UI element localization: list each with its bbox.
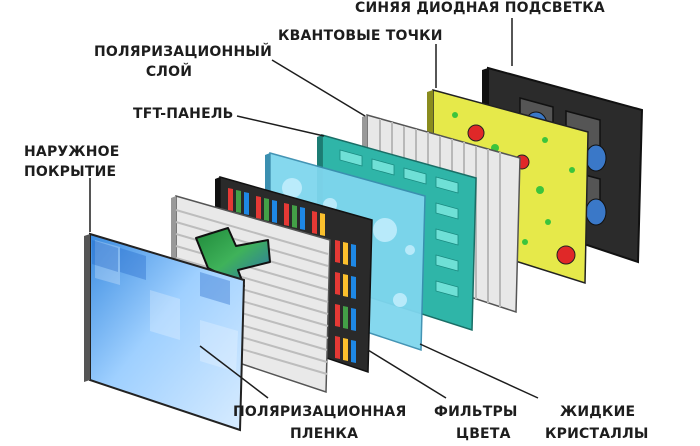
label-liquid-crystals-2: КРИСТАЛЛЫ — [545, 426, 649, 442]
label-blue-backlight: СИНЯЯ ДИОДНАЯ ПОДСВЕТКА — [355, 0, 605, 16]
label-liquid-crystals-1: ЖИДКИЕ — [560, 404, 636, 420]
leader-lines — [89, 18, 539, 399]
label-outer-coating-2: ПОКРЫТИЕ — [24, 164, 117, 180]
label-quantum-dots: КВАНТОВЫЕ ТОЧКИ — [278, 28, 443, 44]
label-color-filters-2: ЦВЕТА — [456, 426, 511, 442]
outer-coating-layer — [84, 232, 246, 432]
label-polarizing-film-1: ПОЛЯРИЗАЦИОННАЯ — [233, 404, 407, 420]
label-polarizing-film-2: ПЛЕНКА — [290, 426, 359, 442]
label-color-filters-1: ФИЛЬТРЫ — [434, 404, 518, 420]
label-tft-panel: TFT-ПАНЕЛЬ — [133, 106, 234, 122]
label-polarizing-layer-1: ПОЛЯРИЗАЦИОННЫЙ — [93, 44, 272, 60]
label-polarizing-layer-2: СЛОЙ — [145, 64, 193, 80]
label-outer-coating-1: НАРУЖНОЕ — [24, 144, 120, 160]
